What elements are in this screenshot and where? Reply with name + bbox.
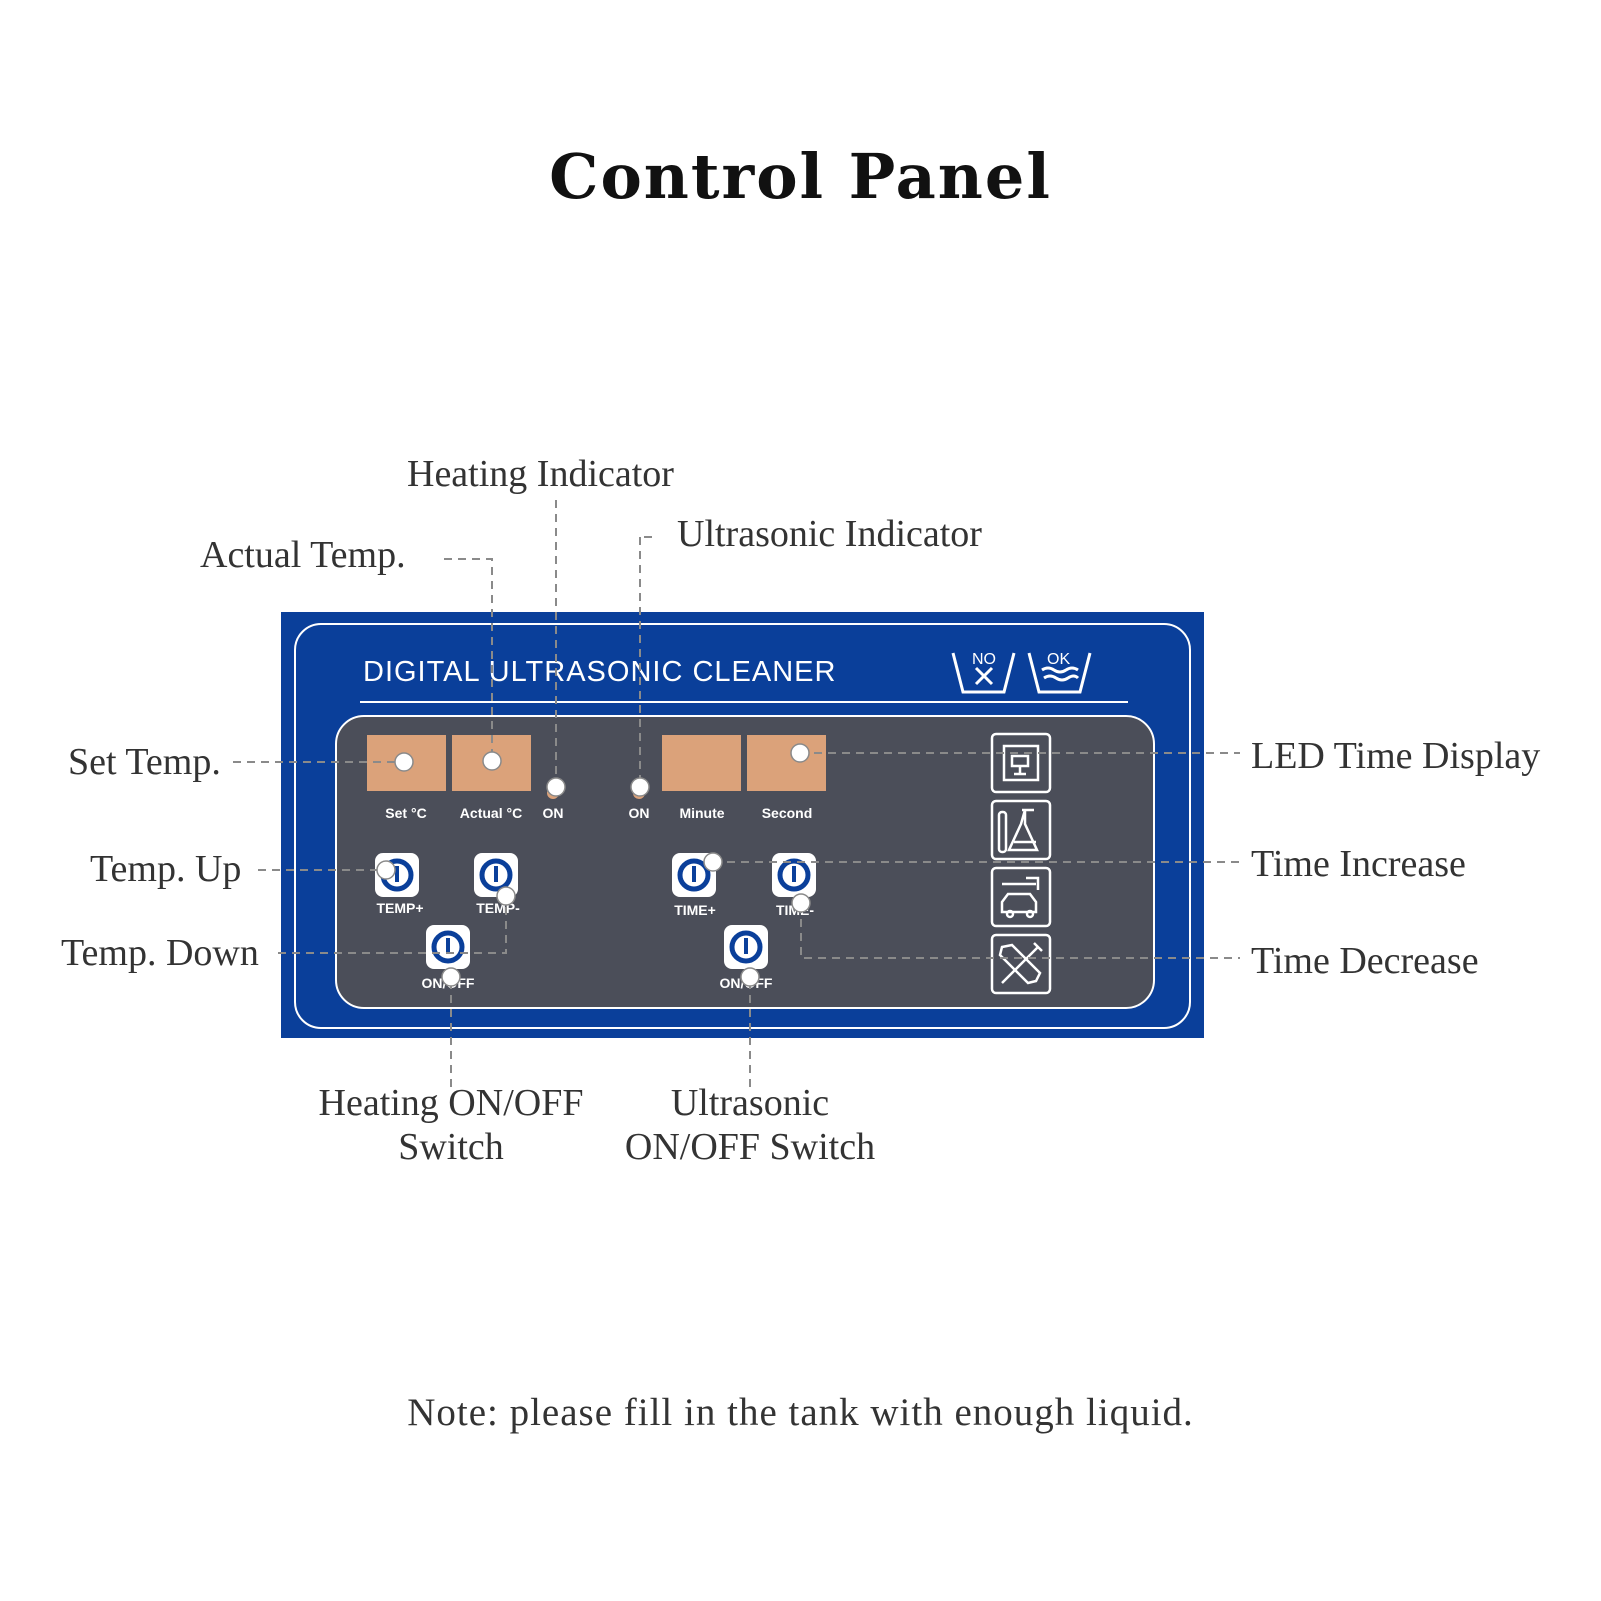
anchor-dots — [376, 743, 811, 987]
anchor-set-temp — [394, 752, 414, 772]
second-label: Second — [762, 805, 813, 821]
anchor-actual-temp — [482, 751, 502, 771]
temp-down-button[interactable] — [474, 853, 518, 897]
led-time-display-callout: LED Time Display — [1251, 735, 1541, 777]
ultrasonic-on-label: ON — [629, 805, 650, 821]
svg-text:OK: OK — [1047, 651, 1070, 668]
page-title: Control Panel — [549, 140, 1052, 213]
heating-switch-callout: Heating ON/OFF Switch — [311, 1081, 591, 1169]
circuit-board-icon — [990, 732, 1052, 794]
anchor-time-down — [791, 893, 811, 913]
anchor-ultrasonic-indicator — [630, 777, 650, 797]
fill-liquid-note: Note: please fill in the tank with enoug… — [407, 1391, 1194, 1434]
anchor-heating-switch — [441, 967, 461, 987]
ultrasonic-switch-callout-line1: Ultrasonic — [670, 1082, 830, 1124]
temp-down-label: TEMP- — [476, 900, 520, 916]
actual-temp-label: Actual °C — [460, 805, 522, 821]
minute-label: Minute — [679, 805, 724, 821]
ultrasonic-switch-button[interactable] — [724, 925, 768, 969]
heating-switch-callout-line2: Switch — [398, 1126, 504, 1168]
time-down-button[interactable] — [772, 853, 816, 897]
ultrasonic-switch-callout-line2: ON/OFF Switch — [624, 1126, 876, 1168]
temp-up-callout: Temp. Up — [90, 848, 242, 890]
ultrasonic-switch-callout: Ultrasonic ON/OFF Switch — [614, 1081, 886, 1169]
heating-switch-button[interactable] — [426, 925, 470, 969]
lab-flask-icon — [990, 799, 1052, 861]
anchor-heating-indicator — [546, 777, 566, 797]
anchor-led-time — [790, 743, 810, 763]
set-temp-callout: Set Temp. — [68, 741, 221, 783]
anchor-time-up — [703, 852, 723, 872]
leader-lines — [233, 500, 1240, 1090]
ultrasonic-indicator-callout: Ultrasonic Indicator — [677, 513, 982, 555]
tools-icon — [990, 933, 1052, 995]
temp-up-label: TEMP+ — [376, 900, 423, 916]
ok-wash-icon: OK — [1027, 651, 1092, 694]
minute-display — [662, 735, 741, 791]
anchor-ultrasonic-switch — [740, 967, 760, 987]
temp-down-callout: Temp. Down — [61, 932, 259, 974]
car-service-icon — [990, 866, 1052, 928]
second-display — [747, 735, 826, 791]
no-wash-icon: NO — [951, 651, 1016, 694]
anchor-temp-down — [496, 886, 516, 906]
time-decrease-callout: Time Decrease — [1251, 940, 1479, 982]
heating-on-label: ON — [543, 805, 564, 821]
anchor-temp-up — [376, 860, 396, 880]
set-temp-label: Set °C — [385, 805, 426, 821]
heating-indicator-callout: Heating Indicator — [407, 453, 674, 495]
time-up-label: TIME+ — [674, 902, 716, 918]
heating-switch-callout-line1: Heating ON/OFF — [318, 1082, 584, 1124]
svg-text:NO: NO — [972, 651, 996, 668]
time-increase-callout: Time Increase — [1251, 843, 1466, 885]
panel-border — [294, 623, 1191, 1029]
actual-temp-callout: Actual Temp. — [200, 534, 406, 576]
panel-heading: DIGITAL ULTRASONIC CLEANER — [363, 656, 836, 688]
